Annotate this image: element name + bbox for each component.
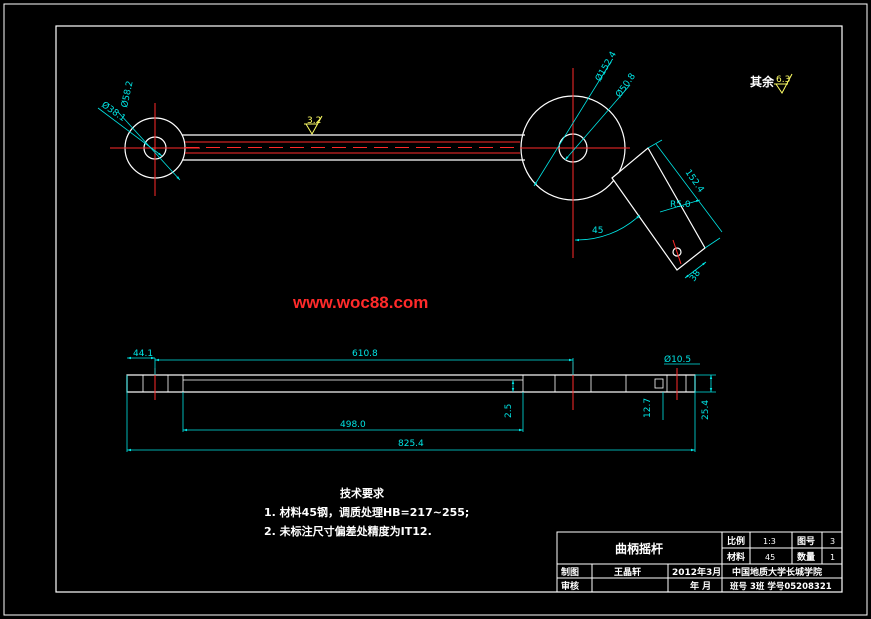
dim-d-big-inner: Ø50.8 bbox=[613, 71, 638, 100]
roughness-rod-symbol: 3.2 bbox=[304, 115, 323, 135]
tech-req-title: 技术要求 bbox=[340, 486, 385, 500]
roughness-other-symbol: 其余 6.3 bbox=[750, 73, 793, 94]
tb-check-label: 审核 bbox=[561, 580, 579, 592]
arm-outline bbox=[611, 147, 706, 271]
tb-drawn-name: 王晶轩 bbox=[614, 566, 641, 578]
dim-hole-dia: Ø10.5 bbox=[664, 354, 691, 365]
tb-drawn-date: 2012年3月 bbox=[672, 566, 721, 578]
front-pin-hole bbox=[654, 378, 664, 389]
tb-quantity-value: 1 bbox=[830, 553, 835, 562]
tech-requirements: 技术要求 1. 材料45钢，调质处理HB=217~255; 2. 未标注尺寸偏差… bbox=[264, 486, 469, 538]
dim-arm-width: 38 bbox=[688, 268, 703, 283]
tb-part-name: 曲柄摇杆 bbox=[615, 541, 663, 556]
front-body bbox=[126, 374, 696, 393]
dim-left-end: 44.1 bbox=[133, 349, 153, 359]
dim-d-small-outer: Ø58.2 bbox=[119, 80, 135, 109]
dim-arm-len: 152.4 bbox=[683, 168, 706, 195]
roughness-other-value: 6.3 bbox=[776, 75, 790, 85]
rod-slot bbox=[185, 141, 520, 154]
dim-thick-a: 12.7 bbox=[643, 398, 653, 418]
dim-slot-depth: 2.5 bbox=[504, 404, 514, 418]
dim-thick-b: 25.4 bbox=[701, 400, 711, 420]
tb-drawing-no-label: 图号 bbox=[797, 536, 815, 547]
tb-drawn-label: 制图 bbox=[561, 566, 579, 578]
front-view-dimensions bbox=[126, 356, 716, 452]
tb-school: 中国地质大学长城学院 bbox=[732, 566, 822, 578]
drawing-frame bbox=[3, 3, 868, 616]
tb-class-info: 班号 3班 学号05208321 bbox=[730, 581, 832, 592]
tb-scale-label: 比例 bbox=[727, 535, 745, 547]
dim-d-big-outer: Ø152.4 bbox=[593, 49, 619, 83]
front-view bbox=[126, 374, 696, 393]
tb-material-label: 材料 bbox=[726, 551, 745, 563]
centerlines-front bbox=[154, 362, 678, 410]
watermark-url: www.woc88.com bbox=[292, 293, 428, 312]
dim-slot-len: 498.0 bbox=[340, 420, 366, 430]
tb-drawing-no-value: 3 bbox=[830, 537, 835, 546]
arm-tip-hole bbox=[672, 247, 682, 257]
dim-arm-angle: 45 bbox=[592, 226, 603, 236]
roughness-rod-value: 3.2 bbox=[307, 116, 321, 126]
centerlines-top bbox=[110, 68, 682, 265]
top-view-dimensions bbox=[97, 59, 723, 279]
top-view bbox=[124, 95, 706, 271]
dim-r-tip: R5.0 bbox=[670, 200, 691, 210]
dim-overall: 825.4 bbox=[398, 439, 424, 449]
dim-center-dist: 610.8 bbox=[352, 349, 378, 359]
roughness-other-label: 其余 bbox=[750, 74, 775, 89]
tb-scale-value: 1:3 bbox=[763, 537, 776, 546]
title-block bbox=[556, 531, 843, 593]
tech-req-item-2: 2. 未标注尺寸偏差处精度为IT12. bbox=[264, 524, 432, 538]
tb-date-placeholder: 年 月 bbox=[690, 580, 711, 592]
tb-quantity-label: 数量 bbox=[797, 551, 815, 563]
tech-req-item-1: 1. 材料45钢，调质处理HB=217~255; bbox=[264, 505, 469, 519]
tb-material-value: 45 bbox=[765, 553, 775, 562]
